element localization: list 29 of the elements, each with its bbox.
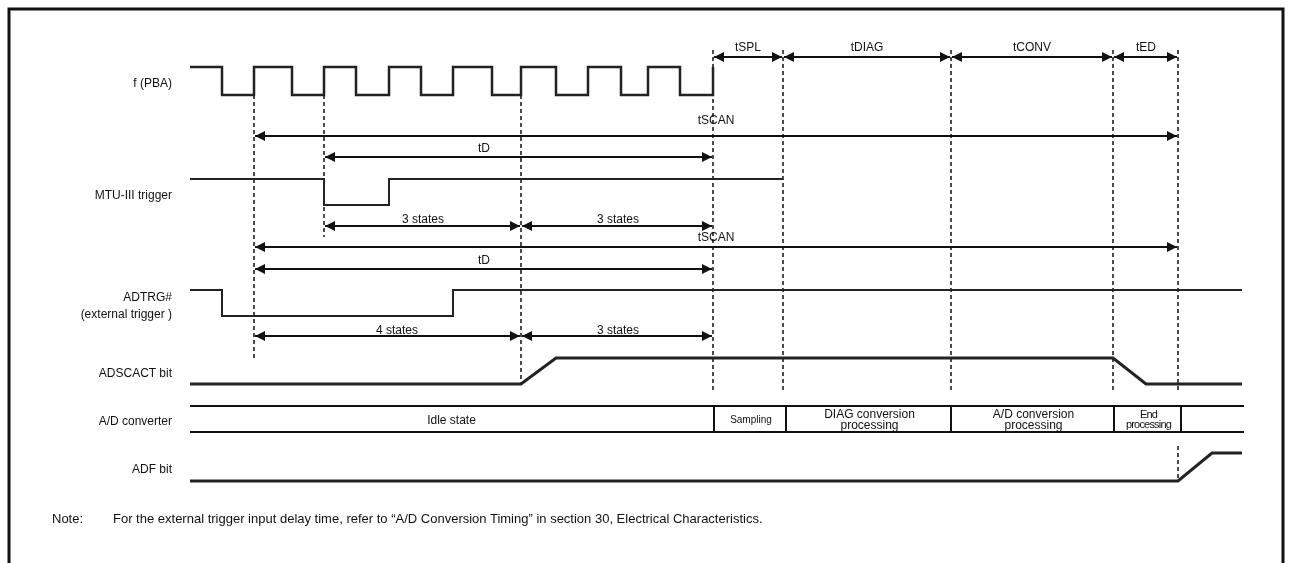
- timing-label: tD: [478, 142, 490, 154]
- timing-label: tED: [1136, 41, 1156, 53]
- timing-label: 3 states: [597, 324, 639, 336]
- bus-segment: [950, 405, 1115, 433]
- timing-label: tSCAN: [697, 114, 735, 126]
- signal-name: ADTRG#: [123, 291, 172, 303]
- signal-name: f (PBA): [133, 77, 172, 89]
- bus-segment: [190, 405, 713, 433]
- note-text: Note:: [52, 511, 84, 525]
- timing-label: 3 states: [402, 213, 444, 225]
- bus-segment: [713, 405, 787, 433]
- note-text: For the external trigger input delay time, refer to “A/D Conversion Timing” in section 30, Electrical Characteristics.: [113, 511, 763, 525]
- signal-name: ADF bit: [132, 463, 172, 475]
- signal-name: (external trigger ): [80, 308, 172, 320]
- signal-name: A/D converter: [98, 415, 172, 427]
- timing-label: 3 states: [597, 213, 639, 225]
- bus-segment: [785, 405, 952, 433]
- segment-label: Idle state: [427, 412, 476, 426]
- timing-label: tCONV: [1013, 41, 1051, 53]
- timing-label: tDIAG: [850, 41, 884, 53]
- timing-label: tSCAN: [697, 231, 735, 243]
- timing-label: tD: [478, 254, 490, 266]
- timing-label: 4 states: [376, 324, 418, 336]
- signal-name: MTU-III trigger: [94, 189, 172, 201]
- bus-segment: [1113, 405, 1182, 433]
- bus-segment: [1180, 405, 1244, 433]
- timing-label: tSPL: [735, 41, 761, 53]
- signal-name: ADSCACT bit: [98, 367, 172, 379]
- segment-label: Sampling: [730, 413, 772, 425]
